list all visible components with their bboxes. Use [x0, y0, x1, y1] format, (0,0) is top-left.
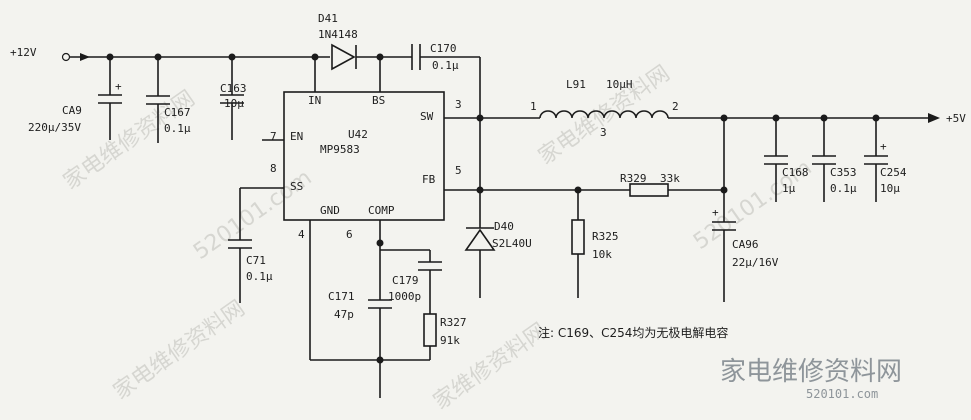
- svg-text:C254: C254: [880, 166, 907, 179]
- svg-text:0.1μ: 0.1μ: [246, 270, 273, 283]
- svg-text:GND: GND: [320, 204, 340, 217]
- input-voltage-label: +12V: [10, 46, 37, 59]
- svg-text:1N4148: 1N4148: [318, 28, 358, 41]
- svg-text:EN: EN: [290, 130, 303, 143]
- svg-text:+: +: [712, 206, 719, 219]
- capacitor-ca9: + CA9 220μ/35V: [28, 57, 122, 140]
- resistor-r327: R327 91k: [423, 313, 467, 360]
- svg-text:10μ: 10μ: [224, 97, 244, 110]
- svg-text:7: 7: [270, 130, 277, 143]
- output-arrow-icon: [928, 113, 940, 123]
- capacitor-c167: C167 0.1μ: [146, 57, 191, 143]
- watermark-text: 家电维修资料网: [109, 296, 250, 405]
- ic-u42: IN BS SW EN SS FB GND COMP U42 MP9583 3 …: [270, 91, 462, 241]
- capacitor-c71: C71 0.1μ: [228, 187, 284, 303]
- svg-text:10k: 10k: [592, 248, 612, 261]
- svg-text:5: 5: [455, 164, 462, 177]
- svg-text:D40: D40: [494, 220, 514, 233]
- svg-text:3: 3: [455, 98, 462, 111]
- svg-text:C171: C171: [328, 290, 355, 303]
- svg-text:8: 8: [270, 162, 277, 175]
- capacitor-ca96: + CA96 22μ/16V: [712, 118, 779, 302]
- inductor-l91: L91 10μH 1 2 3: [530, 78, 930, 139]
- svg-text:6: 6: [346, 228, 353, 241]
- svg-text:91k: 91k: [440, 334, 460, 347]
- svg-text:IN: IN: [308, 94, 321, 107]
- svg-text:S2L40U: S2L40U: [492, 237, 532, 250]
- svg-text:22μ/16V: 22μ/16V: [732, 256, 779, 269]
- resistor-r329: R329 33k: [620, 172, 728, 197]
- svg-text:BS: BS: [372, 94, 385, 107]
- svg-text:4: 4: [298, 228, 305, 241]
- svg-text:C170: C170: [430, 42, 457, 55]
- svg-text:D41: D41: [318, 12, 338, 25]
- ic-ref: U42: [348, 128, 368, 141]
- watermark-text: 家电维修资料网: [59, 86, 200, 195]
- svg-text:CA9: CA9: [62, 104, 82, 117]
- svg-text:10μH: 10μH: [606, 78, 633, 91]
- svg-text:220μ/35V: 220μ/35V: [28, 121, 81, 134]
- svg-text:COMP: COMP: [368, 204, 395, 217]
- svg-text:C179: C179: [392, 274, 419, 287]
- output-voltage-label: +5V: [946, 112, 966, 125]
- brand-watermark: 家电维修资料网 520101.com: [720, 357, 902, 401]
- capacitor-c179: C179 1000p: [388, 250, 442, 314]
- svg-text:CA96: CA96: [732, 238, 759, 251]
- svg-text:SS: SS: [290, 180, 303, 193]
- ic-part: MP9583: [320, 143, 360, 156]
- svg-text:C353: C353: [830, 166, 857, 179]
- svg-text:SW: SW: [420, 110, 434, 123]
- svg-text:C168: C168: [782, 166, 809, 179]
- svg-text:33k: 33k: [660, 172, 680, 185]
- svg-text:FB: FB: [422, 173, 436, 186]
- brand-text: 家电维修资料网: [720, 357, 902, 387]
- svg-text:L91: L91: [566, 78, 586, 91]
- capacitor-c163: C163 10μ: [220, 57, 247, 140]
- svg-text:3: 3: [600, 126, 607, 139]
- capacitor-c170: C170 0.1μ: [411, 42, 481, 118]
- circuit-note: 注: C169、C254均为无极电解电容: [538, 325, 728, 340]
- svg-text:R325: R325: [592, 230, 619, 243]
- svg-text:2: 2: [672, 100, 679, 113]
- svg-text:0.1μ: 0.1μ: [164, 122, 191, 135]
- capacitor-c353: C353 0.1μ: [812, 118, 857, 202]
- svg-text:1: 1: [530, 100, 537, 113]
- svg-text:1000p: 1000p: [388, 290, 421, 303]
- svg-text:R329: R329: [620, 172, 647, 185]
- svg-text:10μ: 10μ: [880, 182, 900, 195]
- svg-text:R327: R327: [440, 316, 467, 329]
- brand-url: 520101.com: [806, 387, 878, 401]
- svg-text:47p: 47p: [334, 308, 354, 321]
- svg-text:1μ: 1μ: [782, 182, 796, 195]
- input-arrow-icon: [80, 53, 90, 61]
- svg-text:0.1μ: 0.1μ: [830, 182, 857, 195]
- diode-d41: D41 1N4148: [318, 12, 412, 71]
- capacitor-c171: C171 47p: [328, 290, 392, 360]
- input-section: +12V + CA9 220μ/35V C167 0.1μ: [10, 12, 481, 143]
- svg-text:+: +: [880, 140, 887, 153]
- svg-text:C167: C167: [164, 106, 191, 119]
- diode-d40: D40 S2L40U: [464, 118, 532, 298]
- resistor-r325: R325 10k: [571, 190, 619, 298]
- svg-text:C163: C163: [220, 82, 247, 95]
- svg-text:C71: C71: [246, 254, 266, 267]
- capacitor-c254: + C254 10μ: [864, 118, 907, 202]
- svg-text:0.1μ: 0.1μ: [432, 59, 459, 72]
- capacitor-c168: C168 1μ: [764, 118, 809, 202]
- svg-text:+: +: [115, 80, 122, 93]
- input-terminal: [61, 52, 71, 62]
